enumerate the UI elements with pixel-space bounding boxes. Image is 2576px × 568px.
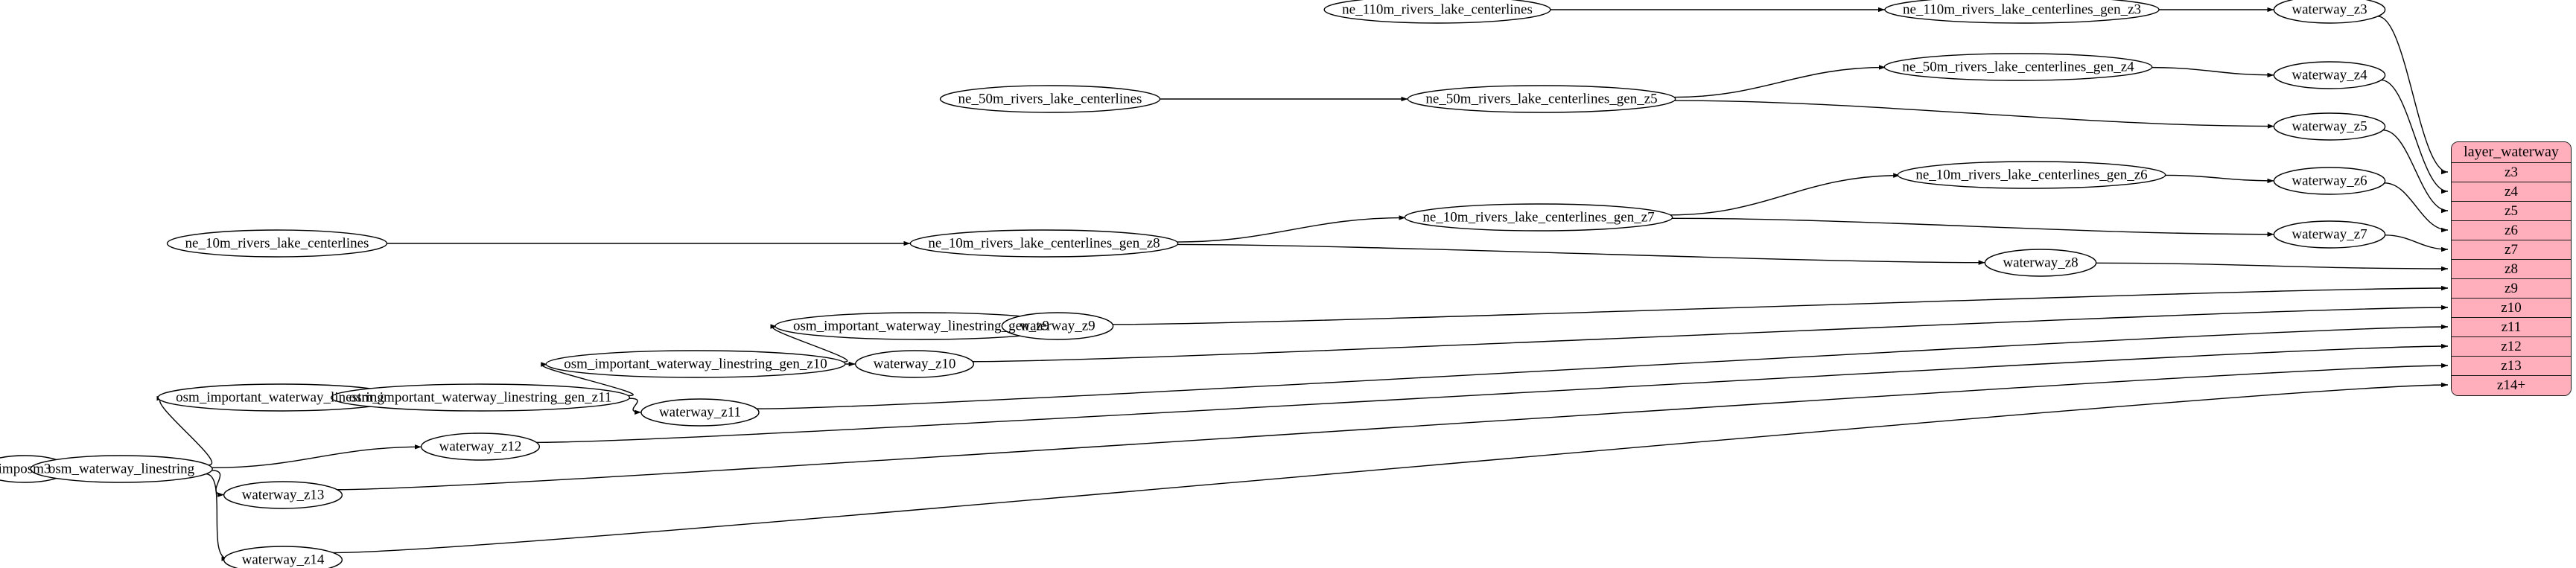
graph-node-osm_important_waterway_linestring_gen_z11[interactable] [330, 383, 631, 412]
graph-edge-osm_important_waterway_linestring_gen_z11--to--waterway_z11 [629, 398, 642, 415]
graph-edge-waterway_z5--to--layer_waterway.z5 [2382, 130, 2449, 214]
graph-node-waterway_z14[interactable] [223, 546, 343, 568]
graph-node-osm_important_waterway_linestring_gen_z10[interactable] [545, 350, 846, 378]
graph-node-ne_50m_rivers_lake_centerlines_gen_z4[interactable] [1883, 53, 2153, 81]
graph-node-ne_110m_rivers_lake_centerlines[interactable] [1323, 0, 1551, 24]
graph-node-ne_10m_rivers_lake_centerlines_gen_z7[interactable] [1404, 203, 1673, 232]
graph-node-waterway_z12[interactable] [420, 433, 541, 461]
table-row-z12[interactable]: z12 [2452, 337, 2571, 357]
graph-edge-osm_waterway_linestring--to--osm_important_waterway_linestring [156, 395, 213, 466]
graph-node-waterway_z13[interactable] [223, 481, 343, 509]
graph-edge-waterway_z10--to--layer_waterway.z10 [973, 304, 2449, 363]
graph-edge-waterway_z3--to--layer_waterway.z3 [2377, 16, 2449, 175]
graph-node-osm_waterway_linestring[interactable] [30, 455, 213, 483]
graph-edge-waterway_z7--to--layer_waterway.z7 [2385, 234, 2449, 252]
table-row-z3[interactable]: z3 [2452, 163, 2571, 182]
table-row-z9[interactable]: z9 [2452, 279, 2571, 299]
graph-edge-waterway_z11--to--layer_waterway.z11 [757, 324, 2449, 409]
graph-edge-osm_waterway_linestring--to--waterway_z14 [206, 473, 229, 561]
graph-edge-ne_10m_rivers_lake_centerlines_gen_z8--to--waterway_z8 [1177, 243, 1985, 265]
graph-edge-ne_10m_rivers_lake_centerlines_gen_z6--to--waterway_z6 [2165, 174, 2274, 184]
graph-edge-ne_10m_rivers_lake_centerlines_gen_z7--to--ne_10m_rivers_lake_centerlines_gen_z6 [1670, 173, 1901, 216]
graph-edge-osm_important_waterway_linestring_gen_z11--to--osm_important_waterway_linestring_gen_z10 [541, 362, 634, 397]
graph-edge-waterway_z14--to--layer_waterway.z14+ [333, 382, 2449, 554]
graph-node-waterway_z8[interactable] [1984, 249, 2097, 277]
table-row-z13[interactable]: z13 [2452, 357, 2571, 376]
node-layer [0, 0, 2386, 568]
graph-edge-waterway_z4--to--layer_waterway.z4 [2381, 79, 2449, 194]
graph-edge-osm_important_waterway_linestring_gen_z10--to--osm_important_waterway_linestring_gen_z9 [770, 324, 848, 363]
graph-node-ne_50m_rivers_lake_centerlines_gen_z5[interactable] [1407, 85, 1676, 113]
graph-node-waterway_z3[interactable] [2273, 0, 2386, 24]
table-row-z10[interactable]: z10 [2452, 299, 2571, 318]
graph-edge-waterway_z9--to--layer_waterway.z9 [1113, 285, 2449, 325]
table-row-z5[interactable]: z5 [2452, 202, 2571, 221]
graph-edge-ne_10m_rivers_lake_centerlines_gen_z7--to--waterway_z7 [1672, 217, 2274, 237]
table-header-layer-waterway: layer_waterway [2452, 142, 2571, 163]
graph-node-waterway_z5[interactable] [2273, 112, 2386, 141]
graph-node-ne_50m_rivers_lake_centerlines[interactable] [939, 85, 1161, 113]
edge-layer [23, 7, 2449, 561]
graph-node-ne_10m_rivers_lake_centerlines_gen_z8[interactable] [909, 229, 1179, 258]
graph-edge-ne_50m_rivers_lake_centerlines_gen_z5--to--waterway_z5 [1674, 100, 2274, 129]
graph-node-waterway_z10[interactable] [854, 350, 975, 378]
graph-node-ne_10m_rivers_lake_centerlines[interactable] [166, 229, 388, 258]
graph-edge-waterway_z13--to--layer_waterway.z13 [337, 363, 2449, 491]
graph-edge-waterway_z12--to--layer_waterway.z12 [536, 343, 2449, 444]
table-row-z4[interactable]: z4 [2452, 182, 2571, 202]
graph-edge-osm_waterway_linestring--to--waterway_z12 [212, 444, 422, 469]
table-row-z14plus[interactable]: z14+ [2452, 376, 2571, 395]
graph-edge-waterway_z6--to--layer_waterway.z6 [2384, 182, 2449, 233]
graph-node-waterway_z7[interactable] [2273, 220, 2386, 249]
graph-edge-osm_waterway_linestring--to--waterway_z13 [212, 470, 225, 497]
graph-edge-ne_50m_rivers_lake_centerlines_gen_z5--to--ne_50m_rivers_lake_centerlines_gen_z4 [1674, 65, 1886, 98]
graph-node-waterway_z6[interactable] [2273, 167, 2386, 195]
graph-node-waterway_z4[interactable] [2273, 61, 2386, 89]
graph-node-waterway_z9[interactable] [1001, 312, 1114, 340]
graph-node-ne_110m_rivers_lake_centerlines_gen_z3[interactable] [1884, 0, 2160, 24]
graph-edge-ne_50m_rivers_lake_centerlines_gen_z4--to--waterway_z4 [2152, 66, 2274, 78]
table-row-z11[interactable]: z11 [2452, 318, 2571, 337]
graph-edge-waterway_z8--to--layer_waterway.z8 [2096, 262, 2449, 272]
table-row-z8[interactable]: z8 [2452, 260, 2571, 279]
graph-node-waterway_z11[interactable] [640, 398, 760, 427]
table-row-z6[interactable]: z6 [2452, 221, 2571, 240]
graph-node-ne_10m_rivers_lake_centerlines_gen_z6[interactable] [1897, 161, 2166, 189]
graph-edge-ne_10m_rivers_lake_centerlines_gen_z8--to--ne_10m_rivers_lake_centerlines_gen_z7 [1177, 215, 1406, 243]
table-row-z7[interactable]: z7 [2452, 240, 2571, 260]
